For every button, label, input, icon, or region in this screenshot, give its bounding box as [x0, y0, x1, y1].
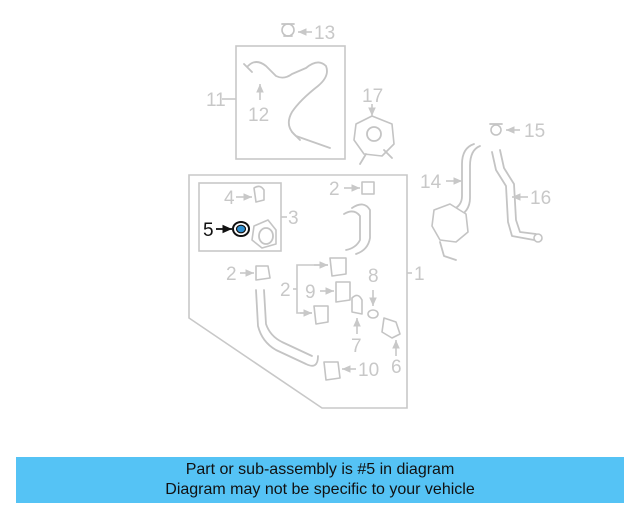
callout-7: 7 [351, 336, 362, 357]
banner-line-part: Part or sub-assembly is #5 in diagram [185, 461, 455, 478]
callout-10: 10 [358, 360, 379, 381]
callout-1: 1 [414, 264, 425, 285]
callout-11: 11 [206, 90, 226, 111]
part-17-valve [353, 115, 395, 165]
callout-5: 5 [203, 220, 214, 241]
callout-3: 3 [288, 208, 299, 229]
subassembly-box-11 [235, 45, 346, 160]
coolant-hose-upper [343, 203, 371, 255]
banner-line-disclaimer: Diagram may not be specific to your vehi… [165, 481, 475, 498]
callout-4: 4 [224, 188, 235, 209]
callout-8: 8 [368, 266, 379, 287]
callout-2-middle: 2 [226, 264, 237, 285]
subassembly-box-1 [188, 174, 408, 409]
callout-12: 12 [248, 105, 269, 126]
callout-2-top: 2 [329, 179, 340, 200]
part-8-seal [367, 309, 379, 319]
callout-2-bracket: 2 [280, 280, 291, 301]
callout-16: 16 [530, 188, 551, 209]
part-16-pipe [491, 149, 543, 243]
part-10-connector [323, 361, 341, 381]
callout-13: 13 [314, 23, 335, 44]
callout-6: 6 [391, 357, 402, 378]
part-5-seal [232, 221, 250, 237]
part-3-connector [251, 219, 277, 249]
part-9-fitting [313, 257, 351, 325]
part-14-hose [431, 143, 481, 261]
part-2-clamp-top [361, 181, 375, 195]
parts-diagram: 13 11 12 17 15 14 16 4 5 3 2 2 2 9 8 7 6… [188, 23, 551, 409]
callout-9: 9 [305, 282, 316, 303]
callout-14: 14 [420, 172, 442, 193]
callout-17: 17 [362, 86, 383, 107]
callout-15: 15 [524, 121, 545, 142]
part-7-clip [351, 294, 363, 315]
part-2-clamp-middle [255, 265, 271, 281]
part-12-hose [243, 61, 331, 149]
part-15-clip [489, 123, 503, 136]
info-banner: Part or sub-assembly is #5 in diagram Di… [16, 457, 624, 503]
part-13-clip [281, 23, 295, 37]
part-4-clip [253, 185, 265, 203]
coolant-hose-lower [255, 289, 319, 367]
part-6-sensor [381, 317, 401, 339]
